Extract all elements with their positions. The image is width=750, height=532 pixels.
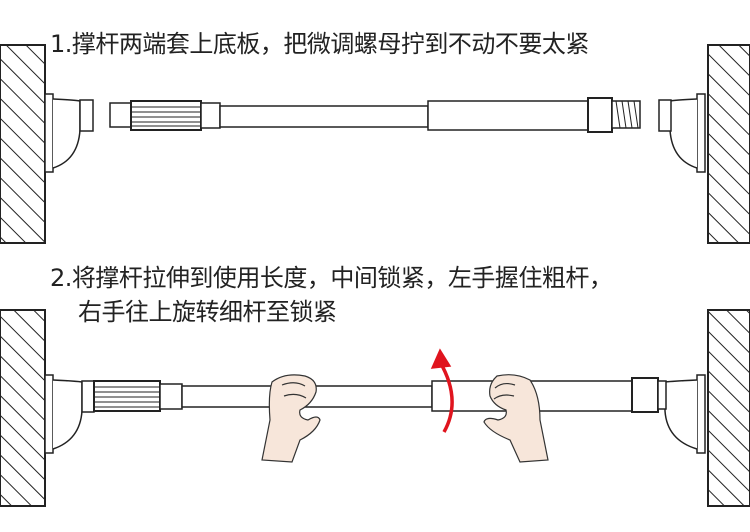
right-hand [483, 374, 549, 463]
right-wall-1 [707, 44, 750, 244]
left-hand [261, 374, 321, 463]
left-base-plate-1 [44, 93, 94, 173]
rod-2 [93, 377, 667, 413]
left-wall-1 [0, 44, 46, 244]
step-2-instruction-line1: 2.将撑杆拉伸到使用长度，中间锁紧，左手握住粗杆， [50, 264, 613, 292]
right-base-plate-1 [658, 93, 706, 173]
left-wall-2 [0, 309, 46, 507]
rotate-arrow-icon [438, 361, 454, 433]
rod-1 [109, 97, 641, 133]
left-base-plate-2 [44, 374, 95, 454]
step-2-instruction-line2: 右手往上旋转细杆至锁紧 [78, 298, 337, 326]
right-base-plate-2 [664, 374, 706, 454]
right-wall-2 [707, 309, 750, 507]
step-1-instruction: 1.撑杆两端套上底板，把微调螺母拧到不动不要太紧 [50, 30, 589, 58]
